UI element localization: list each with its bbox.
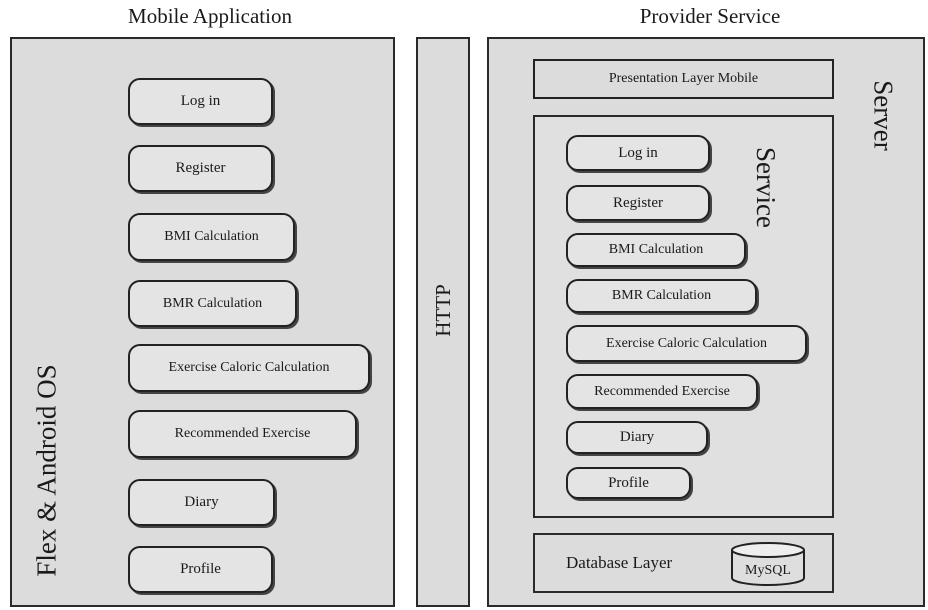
service-recommended-exercise-box: Recommended Exercise — [566, 374, 758, 409]
database-layer-label: Database Layer — [566, 553, 673, 572]
service-profile-box: Profile — [566, 467, 691, 499]
mysql-database-icon: MySQL — [731, 542, 805, 586]
presentation-layer-mobile-box: Presentation Layer Mobile — [533, 59, 834, 99]
http-channel — [416, 37, 470, 607]
service-text: Service — [750, 146, 781, 228]
mobile-application-heading: Mobile Application — [128, 4, 292, 28]
mobile-bmr-calculation-box: BMR Calculation — [128, 280, 297, 327]
mobile-profile-box: Profile — [128, 546, 273, 593]
service-login-box: Log in — [566, 135, 710, 171]
service-diary-box: Diary — [566, 421, 708, 454]
mobile-register-box: Register — [128, 145, 273, 192]
server-label: Server — [848, 60, 918, 170]
service-bmr-calculation-box: BMR Calculation — [566, 279, 757, 313]
mobile-login-box: Log in — [128, 78, 273, 125]
mobile-bmi-calculation-box: BMI Calculation — [128, 213, 295, 261]
http-text: HTTP — [430, 283, 455, 337]
mobile-exercise-caloric-calculation-box: Exercise Caloric Calculation — [128, 344, 370, 392]
mysql-icon-text: MySQL — [745, 563, 791, 578]
service-bmi-calculation-box: BMI Calculation — [566, 233, 746, 267]
service-label: Service — [730, 132, 800, 242]
http-label: HTTP — [416, 260, 470, 360]
flex-android-os-label: Flex & Android OS — [12, 340, 82, 600]
mobile-diary-box: Diary — [128, 479, 275, 526]
server-text: Server — [868, 79, 899, 151]
flex-android-os-text: Flex & Android OS — [31, 363, 62, 577]
mobile-recommended-exercise-box: Recommended Exercise — [128, 410, 357, 458]
service-exercise-caloric-calculation-box: Exercise Caloric Calculation — [566, 325, 807, 362]
service-register-box: Register — [566, 185, 710, 221]
provider-service-heading: Provider Service — [639, 4, 781, 28]
